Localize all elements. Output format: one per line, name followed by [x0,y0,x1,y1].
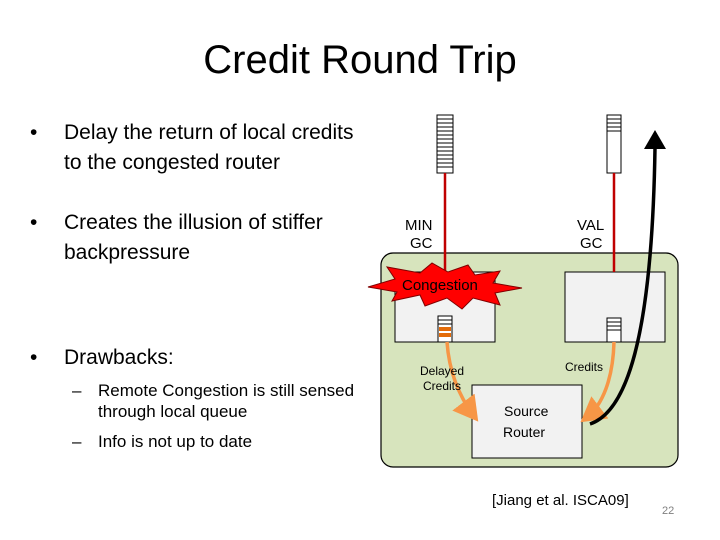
bullet-marker: • [30,121,38,144]
min-gc-label-line2: GC [410,235,433,252]
val-gc-label-line2: GC [580,235,603,252]
sub-bullet-info-outdated: – Info is not up to date [72,431,372,452]
delayed-credits-label-line1: Delayed [420,364,464,378]
sub-bullet-marker: – [72,381,82,400]
bullet-text: Creates the illusion of stiffer backpres… [64,211,323,264]
sub-bullet-marker: – [72,432,82,451]
remote-router-queue [606,317,622,343]
source-router-box [471,384,583,459]
min-gc-label-line1: MIN [405,217,433,234]
packet-route-arrowhead [644,130,666,149]
source-router-label-line1: Source [504,403,549,419]
bullet-text: Delay the return of local credits to the… [64,121,354,174]
packet-route-arrow [589,147,657,426]
bullet-text: Drawbacks: [64,346,174,369]
congestion-label: Congestion [402,277,478,294]
congested-router-queue [437,315,453,343]
page-number: 22 [662,505,675,517]
credits-label: Credits [565,360,603,374]
bullet-marker: • [30,346,38,369]
sub-bullet-text: Remote Congestion is still sensed throug… [98,381,355,421]
sub-bullet-text: Info is not up to date [98,432,253,451]
source-router-label-line2: Router [503,424,545,440]
credits-arrow [580,341,616,423]
delayed-credits-label-line2: Credits [423,379,461,393]
bullet-stiffer-backpressure: • Creates the illusion of stiffer backpr… [30,208,360,268]
bullet-drawbacks: • Drawbacks: [30,343,360,373]
sub-bullet-remote-congestion: – Remote Congestion is still sensed thro… [72,380,372,422]
citation: [Jiang et al. ISCA09] [492,492,629,509]
bullet-delay-credits: • Delay the return of local credits to t… [30,118,360,178]
congestion-burst [367,262,523,310]
min-gc-top-queue [436,114,454,174]
bullet-marker: • [30,211,38,234]
slide-title: Credit Round Trip [203,38,517,82]
val-gc-label-line1: VAL [577,217,604,234]
delayed-credits-arrow [445,341,479,422]
val-gc-top-queue [606,114,622,174]
